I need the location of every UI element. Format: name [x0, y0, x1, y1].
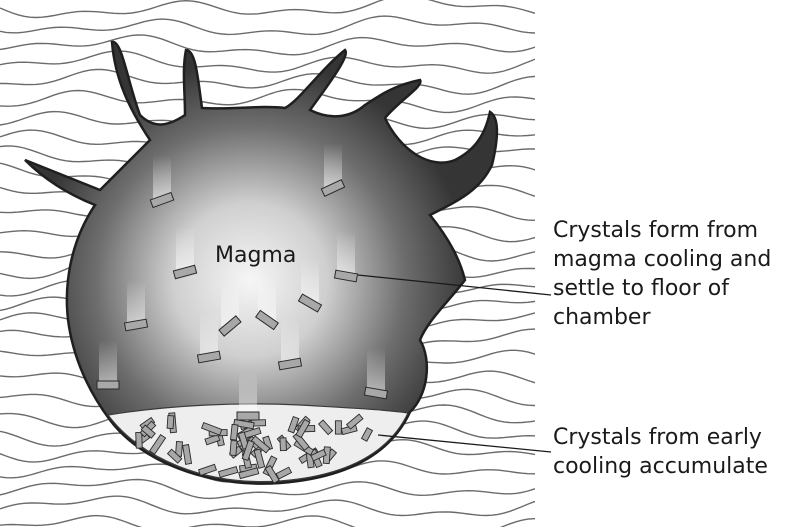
settling-crystal: [278, 319, 301, 370]
settling-crystal: [321, 143, 344, 196]
rock-stratum-line: [0, 0, 540, 17]
rock-stratum-line: [0, 35, 540, 55]
cumulate-crystal: [280, 438, 286, 451]
magma-label: Magma: [215, 243, 296, 268]
callout-crystals-accumulate: Crystals from early cooling accumulate: [553, 423, 788, 481]
settling-crystal: [197, 312, 220, 363]
rock-stratum-line: [0, 16, 540, 34]
callout-line: cooling accumulate: [553, 452, 788, 481]
rock-stratum-line: [0, 516, 540, 527]
callout-line: chamber: [553, 303, 788, 332]
callout-line: Crystals form from: [553, 216, 788, 245]
cumulate-crystal: [136, 432, 143, 448]
settling-crystal: [364, 348, 387, 399]
callout-line: Crystals from early: [553, 423, 788, 452]
settling-crystal: [150, 155, 173, 208]
settling-crystal: [237, 371, 259, 420]
rock-stratum-line: [0, 496, 540, 515]
leader-line-accumulate: [378, 435, 551, 452]
cumulate-crystal: [230, 440, 237, 455]
callout-line: magma cooling and: [553, 245, 788, 274]
callout-line: settle to floor of: [553, 274, 788, 303]
settling-crystal: [173, 227, 196, 279]
cumulate-crystal: [167, 416, 174, 429]
rock-stratum-line: [0, 51, 540, 73]
settling-crystal: [97, 340, 119, 389]
settling-crystal: [124, 280, 147, 331]
settling-crystal: [334, 231, 357, 282]
cumulate-crystal: [335, 421, 341, 434]
callout-crystals-form: Crystals form from magma cooling and set…: [553, 216, 788, 332]
cumulate-crystal: [231, 424, 239, 440]
